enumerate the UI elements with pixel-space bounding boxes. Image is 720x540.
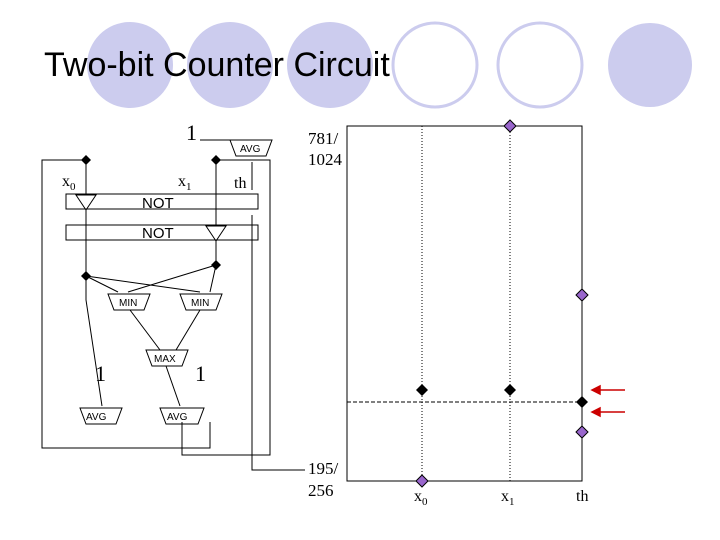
not-box-1	[65, 193, 259, 210]
marker-black-th	[576, 396, 588, 408]
marker-purple-x0-bottom	[415, 474, 429, 488]
y-bottom-label-line2: 256	[308, 481, 334, 500]
wire-max-left	[85, 276, 103, 407]
plot-frame	[346, 125, 583, 482]
marker-purple-top	[503, 119, 517, 133]
wire-min-right-max	[175, 309, 201, 351]
not-gate-1-label: NOT	[142, 195, 174, 212]
y-top-label-line1: 781/	[308, 129, 339, 148]
wire-right-min	[209, 264, 217, 293]
const-left-label: 1	[95, 361, 106, 386]
red-arrowhead-lower	[590, 406, 601, 418]
wire-cross-a	[85, 275, 201, 293]
junction-left	[81, 271, 91, 281]
const-right-label: 1	[195, 361, 206, 386]
x-label-th: th	[576, 488, 588, 505]
junction-right	[211, 260, 221, 270]
avg-right-label: AVG	[167, 412, 188, 423]
input-x1-label: x1	[178, 173, 192, 193]
min-left-label: MIN	[119, 298, 137, 309]
decor-circle	[608, 23, 692, 107]
decor-circle	[496, 21, 584, 109]
wire-cross-b	[127, 264, 217, 293]
wire-min-left-max	[129, 309, 161, 351]
avg-left-label: AVG	[86, 412, 107, 423]
wire-feedback-right	[181, 159, 271, 456]
not-gate-2-label: NOT	[142, 225, 174, 242]
avg-gate-left	[79, 407, 123, 425]
input-th-label: th	[234, 175, 246, 192]
inverter-1	[75, 194, 97, 211]
marker-purple-right-mid	[575, 288, 589, 302]
const-top-label: 1	[186, 120, 197, 145]
avg-gate-top	[229, 139, 273, 157]
avg-gate-right	[159, 407, 205, 425]
wire-max-avg	[165, 365, 181, 407]
inverter-2	[205, 225, 227, 242]
decor-circle	[391, 21, 479, 109]
not-box-2	[65, 224, 259, 241]
y-bottom-label-line1: 195/	[308, 459, 339, 478]
decor-circle	[287, 22, 373, 108]
slide-title: Two-bit Counter Circuit	[44, 46, 390, 84]
marker-black-x0	[416, 384, 428, 396]
input-x0-label: x0	[62, 173, 76, 193]
avg-top-label: AVG	[240, 144, 261, 155]
wire-feedback-left	[41, 159, 211, 449]
max-gate	[145, 349, 189, 367]
x-label-x0: x0	[414, 488, 428, 508]
decor-circle	[187, 22, 273, 108]
marker-black-x1	[504, 384, 516, 396]
min-right-label: MIN	[191, 298, 209, 309]
marker-purple-th-low	[575, 425, 589, 439]
red-arrowhead-upper	[590, 384, 601, 396]
y-top-label-line2: 1024	[308, 150, 343, 169]
max-label: MAX	[154, 354, 176, 365]
min-gate-right	[179, 293, 223, 311]
decor-circle	[87, 22, 173, 108]
junction-x1	[211, 155, 221, 165]
wire-th-out	[251, 215, 305, 471]
min-gate-left	[107, 293, 151, 311]
x-label-x1: x1	[501, 488, 515, 508]
junction-x0	[81, 155, 91, 165]
wire-left-min	[85, 275, 119, 293]
